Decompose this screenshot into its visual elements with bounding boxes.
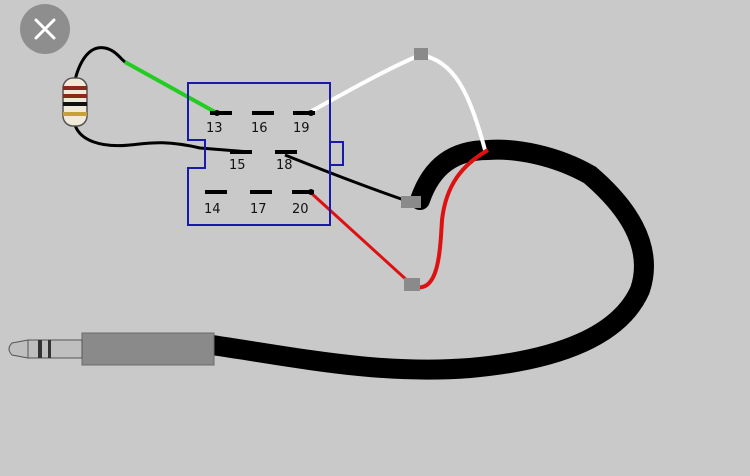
audio-jack-plug-icon xyxy=(8,332,215,366)
pin-15-bar xyxy=(230,150,252,154)
wire-green xyxy=(124,60,216,114)
pin-18-bar xyxy=(275,150,297,154)
resistor-icon xyxy=(62,46,251,154)
pin-16-bar xyxy=(252,111,274,115)
wire-black-terminal xyxy=(401,196,421,208)
pin-20-dot xyxy=(308,189,314,195)
connector-housing xyxy=(187,82,344,226)
pin-17-bar xyxy=(250,190,272,194)
pin-label-15: 15 xyxy=(229,158,246,173)
wire-red-to-terminal xyxy=(308,190,412,285)
wire-red-to-cable xyxy=(414,148,489,290)
pin-label-18: 18 xyxy=(276,158,293,173)
pin-19-bar xyxy=(293,111,315,115)
pin-19-dot xyxy=(308,110,314,116)
close-icon xyxy=(34,18,56,40)
pin-13-bar xyxy=(210,111,232,115)
pin-labels: 13 16 19 15 18 14 17 20 xyxy=(204,121,310,217)
wire-black-thin xyxy=(284,153,411,204)
pin-label-20: 20 xyxy=(292,202,309,217)
pin-label-14: 14 xyxy=(204,202,221,217)
connector-pins xyxy=(205,110,315,195)
pin-20-bar xyxy=(292,190,314,194)
pin-13-dot xyxy=(214,110,220,116)
main-cable xyxy=(202,139,654,380)
pin-label-16: 16 xyxy=(251,121,268,136)
pin-14-bar xyxy=(205,190,227,194)
pin-label-17: 17 xyxy=(250,202,267,217)
pin-label-13: 13 xyxy=(206,121,223,136)
wire-white-terminal xyxy=(414,48,428,60)
pin-label-19: 19 xyxy=(293,121,310,136)
close-button[interactable] xyxy=(20,4,70,54)
wire-red-terminal xyxy=(404,278,420,291)
